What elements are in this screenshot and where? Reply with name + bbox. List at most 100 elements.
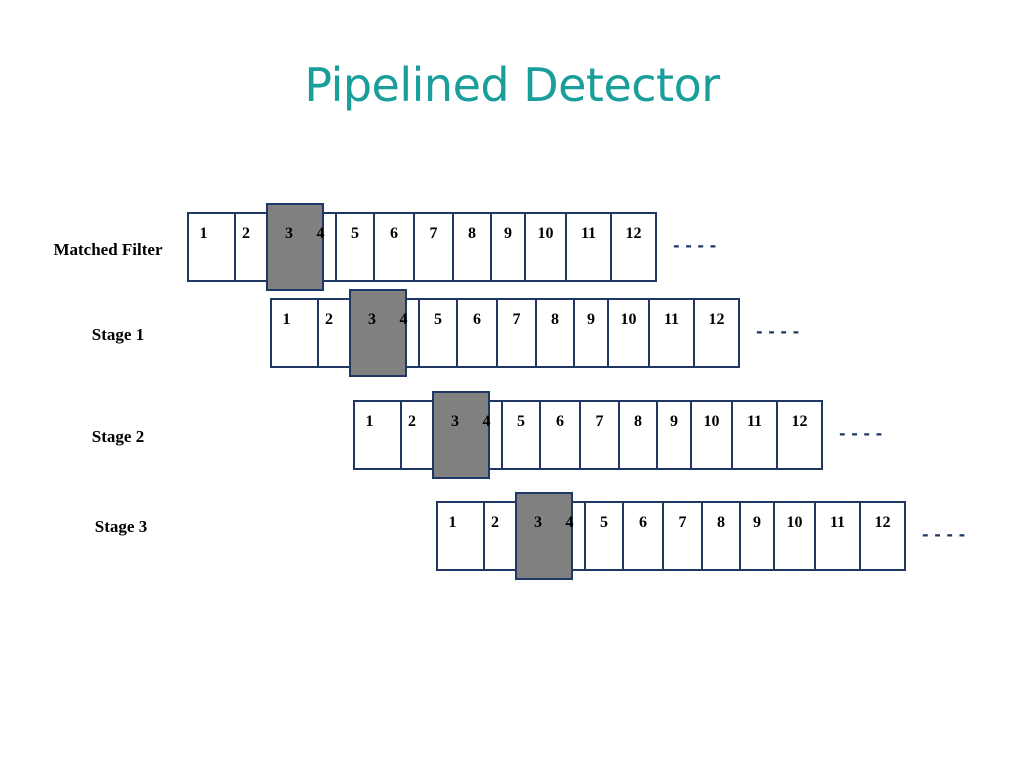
- cell: [579, 400, 620, 470]
- cell: [353, 400, 402, 470]
- cell: [501, 400, 541, 470]
- cell-number: 6: [556, 413, 564, 430]
- cell: [496, 298, 537, 368]
- cell-number: 3: [285, 225, 293, 242]
- cell-number: 8: [717, 514, 725, 531]
- cell: [859, 501, 906, 571]
- cell-number: 7: [430, 225, 438, 242]
- cell-number: 2: [325, 311, 333, 328]
- cell-number: 9: [753, 514, 761, 531]
- cell: [701, 501, 741, 571]
- highlight-window: [349, 289, 407, 377]
- cell-number: 12: [875, 514, 891, 531]
- cell: [656, 400, 692, 470]
- cell-number: 3: [368, 311, 376, 328]
- cell-number: 11: [830, 514, 845, 531]
- cell: [584, 501, 624, 571]
- cell-number: 7: [679, 514, 687, 531]
- cell-number: 11: [747, 413, 762, 430]
- cell-number: 11: [664, 311, 679, 328]
- cell: [648, 298, 695, 368]
- cell: [335, 212, 375, 282]
- continuation-dashes: - - - -: [922, 525, 965, 544]
- cell: [539, 400, 581, 470]
- cell: [524, 212, 567, 282]
- cell-number: 4: [483, 413, 491, 430]
- continuation-dashes: - - - -: [839, 424, 882, 443]
- cell-number: 12: [626, 225, 642, 242]
- cell: [573, 298, 609, 368]
- cell-number: 12: [792, 413, 808, 430]
- cell-number: 3: [534, 514, 542, 531]
- cell-number: 12: [709, 311, 725, 328]
- cell-number: 5: [517, 413, 525, 430]
- cell-number: 5: [600, 514, 608, 531]
- cell: [452, 212, 492, 282]
- cell-number: 1: [449, 514, 457, 531]
- cell-number: 7: [596, 413, 604, 430]
- cell-number: 4: [400, 311, 408, 328]
- cell-number: 7: [513, 311, 521, 328]
- cell-number: 2: [491, 514, 499, 531]
- continuation-dashes: - - - -: [673, 236, 716, 255]
- highlight-window: [515, 492, 573, 580]
- cell-number: 6: [390, 225, 398, 242]
- cell-number: 5: [351, 225, 359, 242]
- cell: [618, 400, 658, 470]
- row-label: Stage 3: [95, 517, 147, 536]
- cell-number: 10: [621, 311, 637, 328]
- cell-number: 6: [639, 514, 647, 531]
- cell: [456, 298, 498, 368]
- cell: [565, 212, 612, 282]
- cell: [535, 298, 575, 368]
- cell-number: 5: [434, 311, 442, 328]
- cell: [490, 212, 526, 282]
- cell: [731, 400, 778, 470]
- cell: [693, 298, 740, 368]
- cell-number: 11: [581, 225, 596, 242]
- cell: [187, 212, 236, 282]
- cell-number: 1: [366, 413, 374, 430]
- cell-number: 4: [317, 225, 325, 242]
- cell-number: 9: [587, 311, 595, 328]
- row-label: Matched Filter: [53, 240, 162, 259]
- cell: [270, 298, 319, 368]
- slide-title: Pipelined Detector: [304, 58, 720, 112]
- cell-number: 6: [473, 311, 481, 328]
- cell-number: 9: [504, 225, 512, 242]
- cell-number: 10: [538, 225, 554, 242]
- cell: [622, 501, 664, 571]
- cell-number: 8: [634, 413, 642, 430]
- cell: [814, 501, 861, 571]
- cell-number: 3: [451, 413, 459, 430]
- cell-number: 1: [283, 311, 291, 328]
- cell: [776, 400, 823, 470]
- cell: [413, 212, 454, 282]
- cell-number: 8: [468, 225, 476, 242]
- cell-number: 4: [566, 514, 574, 531]
- cell: [739, 501, 775, 571]
- row-label: Stage 1: [92, 325, 144, 344]
- cell: [690, 400, 733, 470]
- cell-number: 10: [787, 514, 803, 531]
- cell: [373, 212, 415, 282]
- cell: [773, 501, 816, 571]
- highlight-window: [432, 391, 490, 479]
- cell: [662, 501, 703, 571]
- cell-number: 9: [670, 413, 678, 430]
- highlight-window: [266, 203, 324, 291]
- cell-number: 2: [242, 225, 250, 242]
- cell: [436, 501, 485, 571]
- cell-number: 1: [200, 225, 208, 242]
- continuation-dashes: - - - -: [756, 322, 799, 341]
- cell-number: 8: [551, 311, 559, 328]
- cell: [607, 298, 650, 368]
- cell: [610, 212, 657, 282]
- cell-number: 10: [704, 413, 720, 430]
- cell: [418, 298, 458, 368]
